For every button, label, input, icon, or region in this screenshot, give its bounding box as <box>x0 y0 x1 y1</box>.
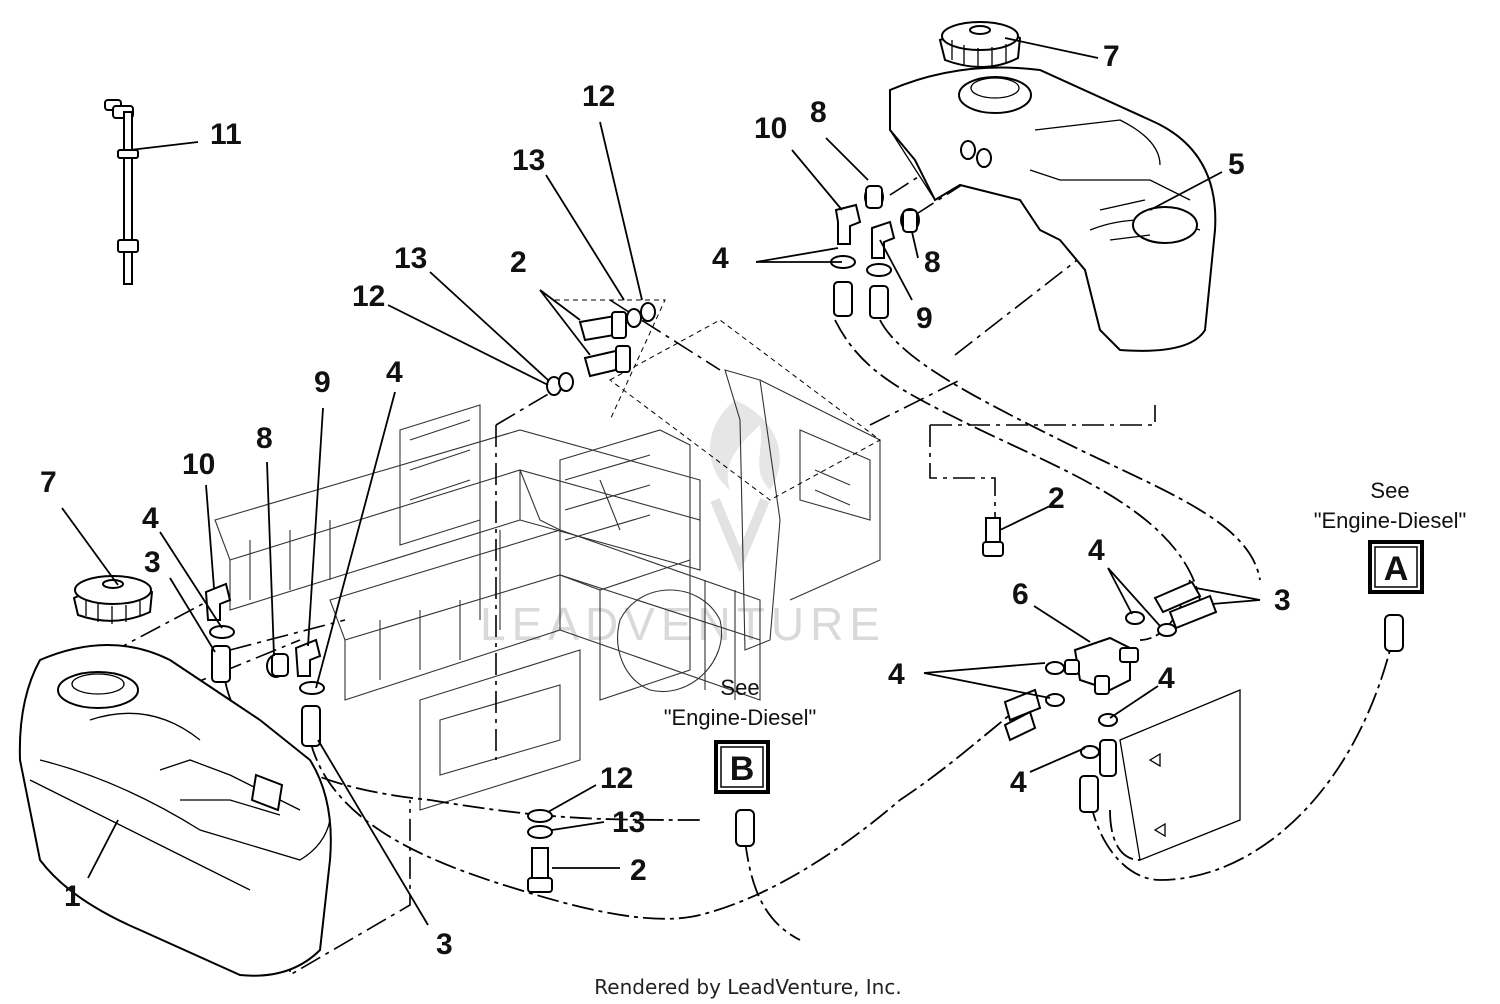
callout-12: 12 <box>352 280 385 313</box>
callout-13: 13 <box>394 242 427 275</box>
reference-b-target: "Engine-Diesel" <box>664 705 817 730</box>
reference-b: See "Engine-Diesel" B <box>664 675 817 794</box>
callout-4: 4 <box>386 356 403 389</box>
callout-4: 4 <box>712 242 729 275</box>
fuel-tank-left <box>18 644 332 977</box>
callout-4: 4 <box>888 658 905 691</box>
fuel-cap-right <box>938 21 1022 69</box>
callout-3: 3 <box>436 928 453 961</box>
watermark-text: LEADVENTURE <box>480 598 886 650</box>
reference-a-target: "Engine-Diesel" <box>1314 508 1467 533</box>
callout-labels: 11 12 13 2 13 12 10 8 4 7 8 9 5 7 10 4 3… <box>40 40 1291 961</box>
callout-4: 4 <box>1010 766 1027 799</box>
reference-b-see: See <box>720 675 759 700</box>
chassis-frame <box>214 369 881 811</box>
connector-stub-b <box>735 809 755 847</box>
reference-a-see: See <box>1370 478 1409 503</box>
callout-13: 13 <box>612 806 645 839</box>
callout-2: 2 <box>630 854 647 887</box>
watermark: LEADVENTURE <box>480 400 886 650</box>
callout-10: 10 <box>182 448 215 481</box>
callout-5: 5 <box>1228 148 1245 181</box>
callout-12: 12 <box>600 762 633 795</box>
callout-3: 3 <box>144 546 161 579</box>
callout-7: 7 <box>40 466 57 499</box>
plate-slot <box>1148 752 1166 838</box>
fuel-cap-left <box>72 575 154 624</box>
callout-9: 9 <box>916 302 933 335</box>
callout-13: 13 <box>512 144 545 177</box>
connector-stub-a <box>1384 614 1404 652</box>
reference-b-letter: B <box>730 750 755 788</box>
callout-4: 4 <box>1158 662 1175 695</box>
callout-11: 11 <box>210 118 242 151</box>
fuel-tank-right <box>889 66 1217 352</box>
tank-fittings-right <box>830 185 920 319</box>
callout-12: 12 <box>582 80 615 113</box>
callout-9: 9 <box>314 366 331 399</box>
reference-a-letter: A <box>1384 550 1409 588</box>
callout-10: 10 <box>754 112 787 145</box>
callout-8: 8 <box>256 422 273 455</box>
callout-7: 7 <box>1103 40 1120 73</box>
reference-a: See "Engine-Diesel" A <box>1314 478 1467 594</box>
valve-mounting-plate <box>1119 689 1241 861</box>
footer-credit: Rendered by LeadVenture, Inc. <box>594 975 901 999</box>
leader-lines <box>61 37 1261 926</box>
callout-1: 1 <box>64 880 81 913</box>
callout-6: 6 <box>1012 578 1029 611</box>
fuel-gauge-sender <box>104 99 139 285</box>
callout-8: 8 <box>924 246 941 279</box>
bolts-upper <box>546 302 656 396</box>
callout-2: 2 <box>510 246 527 279</box>
callout-2: 2 <box>1048 482 1065 515</box>
tank-fittings-left <box>204 582 325 747</box>
callout-8: 8 <box>810 96 827 129</box>
fuel-tee-valve <box>1003 580 1218 813</box>
callout-3: 3 <box>1274 584 1291 617</box>
bolts-lower <box>527 517 1004 893</box>
callout-4: 4 <box>142 502 159 535</box>
callout-4: 4 <box>1088 534 1105 567</box>
